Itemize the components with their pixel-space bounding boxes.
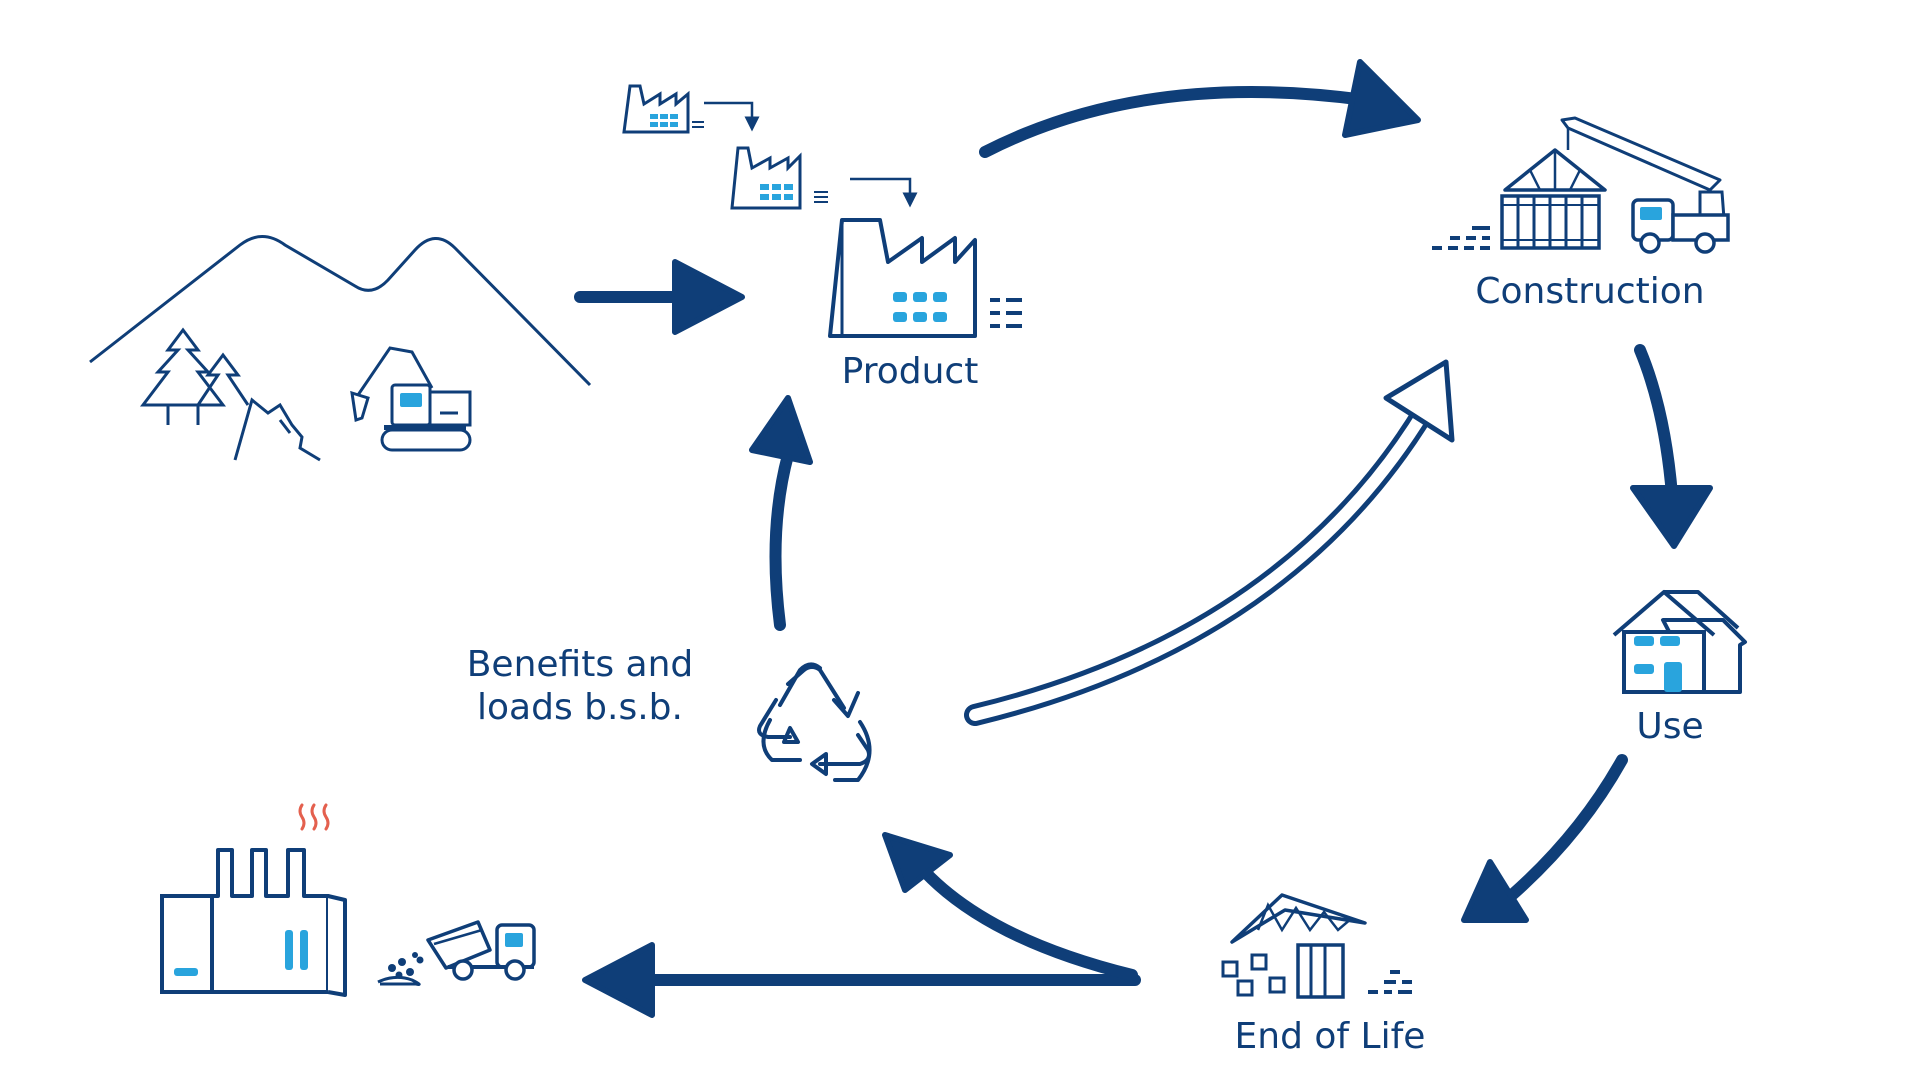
recycle-to-product-arrow: [749, 395, 813, 631]
raw-to-product-arrow: [574, 259, 745, 335]
demolition-icon: [1221, 893, 1412, 999]
use-label: Use: [1636, 706, 1704, 747]
construction-to-use-arrow: [1630, 344, 1713, 549]
factory-icon: [828, 218, 1022, 338]
small-factory-icon: [622, 84, 760, 134]
product-label: Product: [841, 351, 979, 392]
incinerator-icon: [160, 848, 347, 997]
benefits-loads-label: Benefits and loads b.s.b.: [430, 643, 730, 729]
small-factory-icon: [730, 146, 918, 210]
product-to-construction-arrow: [979, 59, 1421, 158]
mountain-icon: [89, 235, 592, 387]
excavator-icon: [350, 346, 472, 452]
dump-truck-icon: [377, 920, 536, 986]
recycle-to-construction-arrow: [964, 359, 1455, 726]
benefits-label-line2: loads b.s.b.: [477, 687, 683, 729]
eol-to-recycle-arrow: [882, 832, 1138, 981]
eol-to-disposal-arrow: [582, 942, 1141, 1018]
house-icon: [1612, 590, 1747, 694]
trees-icon: [139, 327, 250, 425]
use-to-eol-arrow: [1461, 754, 1628, 923]
recycle-icon: [757, 662, 872, 782]
benefits-label-line1: Benefits and: [466, 644, 694, 685]
end-of-life-label: End of Life: [1234, 1016, 1426, 1057]
construction-label: Construction: [1475, 271, 1705, 312]
construction-crane-icon: [1432, 116, 1730, 254]
heat-icon: [298, 803, 330, 831]
rock-icon: [233, 397, 321, 462]
